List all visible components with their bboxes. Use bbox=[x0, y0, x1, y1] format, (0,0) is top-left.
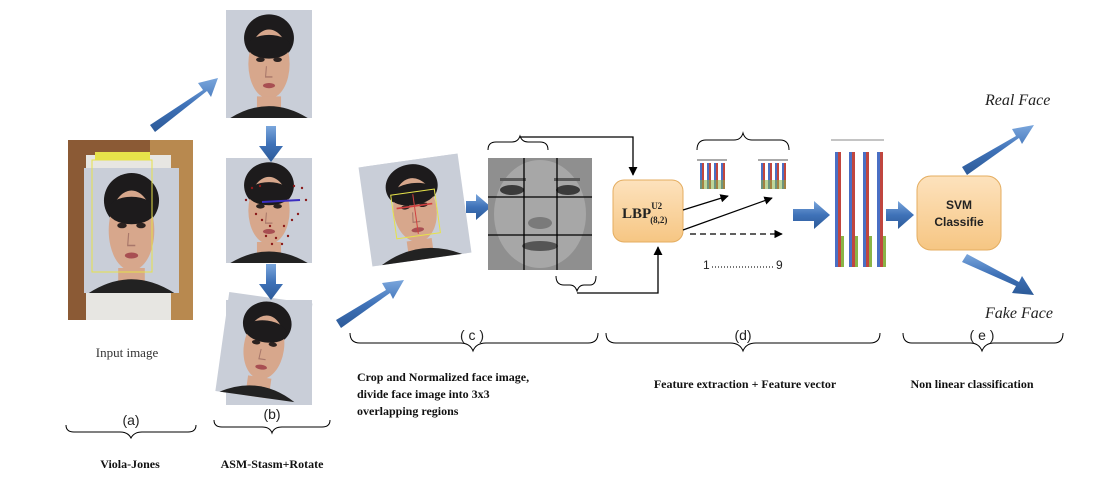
brace-a bbox=[65, 424, 197, 440]
input-image bbox=[68, 140, 193, 320]
arrow-down-2 bbox=[259, 264, 283, 300]
arrow-to-crop bbox=[336, 280, 404, 328]
histogram-2 bbox=[758, 159, 788, 189]
connector-bottom bbox=[577, 246, 663, 294]
face-region-grid bbox=[488, 158, 592, 270]
label-d: (d) bbox=[734, 327, 751, 343]
arrow-to-svm bbox=[886, 201, 914, 229]
region-end: 9 bbox=[776, 258, 783, 272]
label-c: ( c ) bbox=[460, 327, 484, 343]
arrow-input-to-face bbox=[150, 78, 218, 132]
input-image-label: Input image bbox=[96, 345, 159, 360]
caption-c-line2: divide face image into 3x3 bbox=[357, 387, 490, 401]
grid-top-brace bbox=[487, 134, 549, 151]
lbp-arrow-2 bbox=[682, 196, 773, 231]
label-b: (b) bbox=[263, 406, 280, 422]
brace-b bbox=[213, 419, 331, 435]
caption-d: Feature extraction + Feature vector bbox=[654, 377, 837, 391]
fake-face-label: Fake Face bbox=[984, 305, 1053, 322]
feature-vector-histogram bbox=[831, 139, 886, 267]
label-e: ( e ) bbox=[970, 327, 995, 343]
lbp-box bbox=[612, 179, 684, 243]
brace-e bbox=[902, 332, 1064, 353]
caption-e: Non linear classification bbox=[910, 377, 1033, 391]
arrow-down-1 bbox=[259, 126, 283, 162]
brace-d bbox=[605, 332, 881, 353]
label-a: (a) bbox=[122, 412, 139, 428]
lbp-arrow-1 bbox=[682, 194, 729, 211]
region-start: 1 bbox=[703, 258, 710, 272]
real-face-label: Real Face bbox=[984, 92, 1050, 109]
brace-c bbox=[349, 332, 599, 353]
arrow-real-face bbox=[962, 125, 1034, 175]
caption-c-line1: Crop and Normalized face image, bbox=[357, 370, 529, 384]
histogram-brace bbox=[696, 131, 790, 151]
face-image-original bbox=[225, 9, 313, 119]
face-image-landmarks bbox=[225, 157, 313, 264]
caption-c-line3: overlapping regions bbox=[357, 404, 459, 418]
caption-a: Viola-Jones bbox=[100, 457, 160, 471]
svm-box bbox=[916, 175, 1002, 251]
histogram-1 bbox=[697, 159, 727, 189]
svm-label-line1: SVM bbox=[946, 198, 972, 212]
arrow-fake-face bbox=[962, 254, 1034, 295]
arrow-to-grid bbox=[466, 194, 491, 220]
connector-top bbox=[520, 136, 638, 176]
cropped-face-image bbox=[358, 153, 472, 267]
caption-b: ASM-Stasm+Rotate bbox=[221, 457, 324, 471]
lbp-label: LBPU2(8,2) bbox=[622, 201, 667, 225]
arrow-to-feature-vector bbox=[793, 201, 830, 229]
grid-bottom-brace bbox=[555, 275, 597, 293]
svm-label-line2: Classifie bbox=[934, 215, 984, 229]
face-image-rotated bbox=[214, 291, 314, 405]
